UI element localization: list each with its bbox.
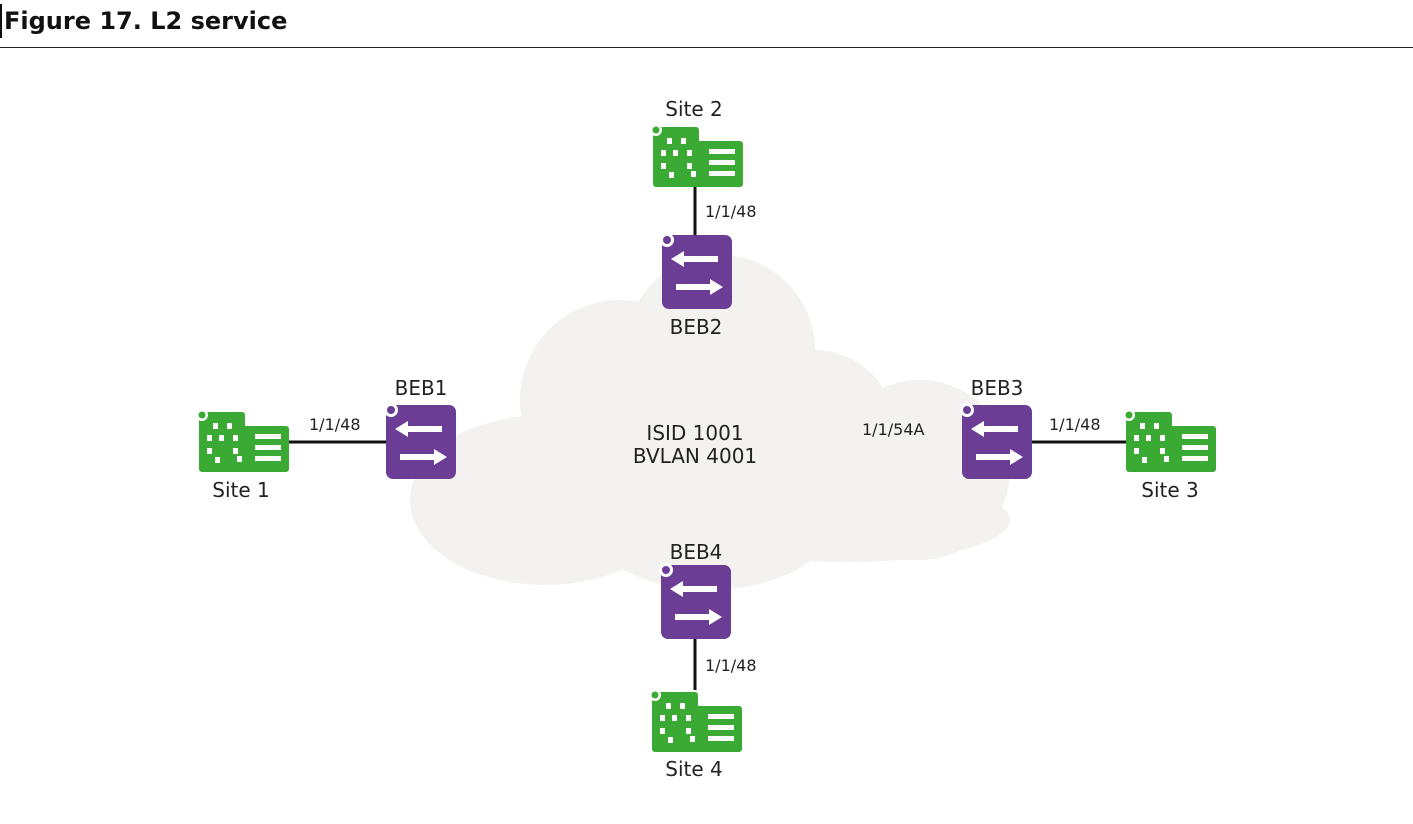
- port-label-beb4: 1/1/48: [705, 656, 757, 675]
- port-label-beb3: 1/1/48: [1049, 415, 1101, 434]
- switch-icon: [659, 563, 731, 639]
- site4-label: Site 4: [665, 757, 723, 781]
- site-building-icon: [650, 124, 743, 187]
- site-building-icon: [1123, 409, 1216, 472]
- port-label-beb1: 1/1/48: [309, 415, 361, 434]
- switch-icon: [660, 233, 732, 309]
- title-divider: [0, 47, 1413, 48]
- switch-icon: [960, 403, 1032, 479]
- isid-label: ISID 1001: [646, 421, 744, 445]
- site-building-icon: [196, 409, 289, 472]
- switch-icon: [384, 403, 456, 479]
- beb2-label: BEB2: [669, 315, 723, 339]
- beb4-label: BEB4: [669, 540, 723, 564]
- network-cloud: [410, 255, 1010, 590]
- site1-label: Site 1: [212, 478, 270, 502]
- site3-label: Site 3: [1141, 478, 1199, 502]
- beb1-label: BEB1: [394, 376, 448, 400]
- port-label-beb3-cloud: 1/1/54A: [862, 420, 925, 439]
- figure-title: Figure 17. L2 service: [0, 4, 287, 38]
- cloud-label: ISID 1001 BVLAN 4001: [633, 422, 757, 468]
- bvlan-label: BVLAN 4001: [632, 444, 758, 468]
- site2-label: Site 2: [665, 97, 723, 121]
- links: [287, 186, 1128, 690]
- port-label-beb2: 1/1/48: [705, 202, 757, 221]
- beb3-label: BEB3: [970, 376, 1024, 400]
- site-building-icon: [649, 689, 742, 752]
